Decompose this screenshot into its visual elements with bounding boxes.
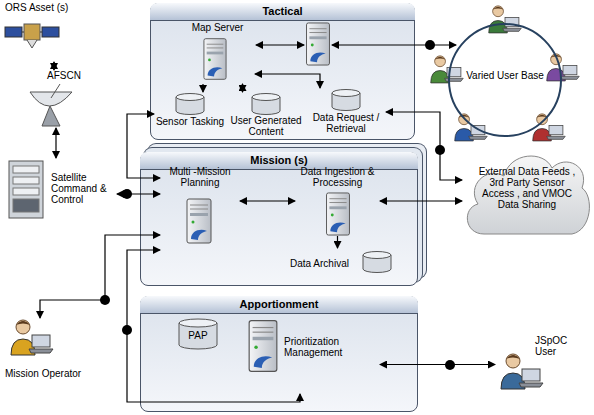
satellite-node: ORS Asset (s) bbox=[5, 2, 83, 62]
node-label: Sensor Tasking bbox=[154, 116, 226, 127]
node-label: Multi -Mission Planning bbox=[160, 166, 240, 188]
server-icon bbox=[249, 321, 277, 372]
connector bbox=[337, 236, 338, 248]
node-label: Data Archival bbox=[290, 258, 360, 269]
database-node: User Generated Content bbox=[230, 92, 302, 139]
person-icon bbox=[455, 114, 487, 141]
server-node: Data Ingestion & Processing bbox=[295, 166, 380, 236]
server-icon bbox=[327, 193, 350, 235]
node-label: Data Request / Retrieval bbox=[306, 112, 386, 134]
external-cloud: External Data Feeds , 3rd Party Sensor A… bbox=[462, 148, 592, 238]
server-icon bbox=[187, 199, 211, 243]
connector bbox=[127, 250, 300, 402]
link-line bbox=[332, 44, 456, 45]
node-label: External Data Feeds , 3rd Party Sensor A… bbox=[476, 166, 578, 210]
person-icon bbox=[489, 6, 521, 33]
node-label: Prioritization Management bbox=[284, 336, 378, 358]
tier-panel: ApportionmentPAP Prioritization Managemen… bbox=[140, 296, 418, 412]
server-icon bbox=[307, 23, 330, 65]
operator-node: Mission Operator bbox=[5, 318, 85, 384]
control-node: Satellite Command & Control bbox=[5, 158, 117, 222]
connector bbox=[242, 84, 243, 92]
node-label: Varied User Base bbox=[465, 70, 545, 81]
connector bbox=[202, 84, 203, 92]
panel-header: Tactical bbox=[150, 3, 415, 21]
node-label: AFSCN bbox=[47, 70, 87, 81]
person-icon bbox=[431, 56, 463, 83]
database-node: Data Request / Retrieval bbox=[306, 88, 386, 136]
connector bbox=[55, 128, 56, 158]
database-icon bbox=[176, 94, 204, 115]
ground-antenna-icon bbox=[30, 84, 72, 126]
node-label: Mission Operator bbox=[5, 368, 85, 379]
panel-header: Apportionment bbox=[140, 296, 418, 314]
antenna-node: AFSCN bbox=[25, 70, 87, 128]
tier-panel: Mission (s)Multi -Mission PlanningData I… bbox=[140, 152, 418, 286]
database-node: PAP bbox=[178, 318, 218, 350]
server-node: Multi -Mission Planning bbox=[160, 166, 240, 258]
user-node: JSpOC User bbox=[495, 335, 590, 405]
node-label: PAP bbox=[178, 330, 218, 341]
server-icon bbox=[204, 39, 226, 80]
connector bbox=[380, 200, 462, 201]
person-icon bbox=[11, 320, 53, 355]
server-node: Map Server bbox=[180, 22, 255, 84]
person-icon bbox=[501, 354, 543, 389]
server-rack-icon bbox=[9, 161, 43, 218]
server-node: Prioritization Management bbox=[240, 306, 380, 394]
connector bbox=[380, 364, 495, 365]
node-label: Map Server bbox=[180, 22, 255, 33]
connector bbox=[53, 62, 54, 70]
database-icon bbox=[363, 252, 391, 273]
junction-dots bbox=[100, 40, 455, 370]
node-label: Data Ingestion & Processing bbox=[295, 166, 380, 188]
database-icon bbox=[252, 94, 280, 115]
node-label: JSpOC User bbox=[535, 335, 590, 357]
database-icon bbox=[332, 90, 360, 111]
database-node: Sensor Tasking bbox=[154, 92, 226, 136]
satellite-icon bbox=[5, 24, 59, 48]
node-label: User Generated Content bbox=[230, 115, 302, 137]
tier-panel: TacticalMap ServerSensor Tasking User Gen… bbox=[150, 3, 415, 140]
person-icon bbox=[533, 114, 565, 141]
link-line bbox=[256, 44, 304, 45]
database-node: Data Archival bbox=[290, 248, 400, 282]
connector bbox=[117, 193, 160, 194]
connector bbox=[255, 74, 320, 88]
person-icon bbox=[547, 54, 579, 81]
node-label: Satellite Command & Control bbox=[51, 172, 117, 205]
node-label: ORS Asset (s) bbox=[5, 2, 83, 13]
user-group: Varied User Base bbox=[447, 22, 563, 138]
connector bbox=[240, 200, 295, 201]
